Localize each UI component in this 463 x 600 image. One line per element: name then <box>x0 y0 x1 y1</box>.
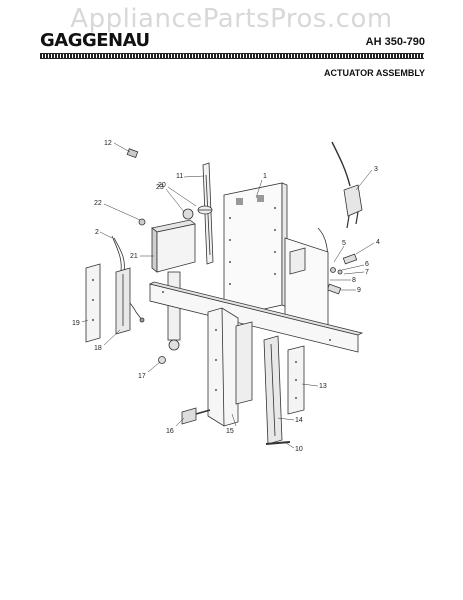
watermark: AppliancePartsPros.com <box>70 4 393 34</box>
part-10-pin <box>265 441 291 445</box>
leader-lines <box>81 142 375 449</box>
cross-bar <box>148 281 364 353</box>
callout-10: 10 <box>295 446 303 453</box>
part-23-nut <box>182 208 194 220</box>
callout-7: 7 <box>365 269 369 276</box>
part-16-bolt <box>181 407 211 425</box>
callout-22: 22 <box>94 200 102 207</box>
callout-4: 4 <box>376 239 380 246</box>
part-20-bushing <box>197 205 213 215</box>
part-13-mounting-bracket <box>287 345 305 415</box>
model-number: AH 350-790 <box>365 36 425 48</box>
part-18-left-rail-inner <box>115 267 131 335</box>
callout-12: 12 <box>104 140 112 147</box>
brand-logo: GAGGENAU <box>40 30 150 51</box>
part-9-bracket-clip <box>326 283 342 295</box>
part-15-side-bracket <box>235 321 253 405</box>
part-12-screw <box>126 148 139 159</box>
callout-11: 11 <box>176 173 183 180</box>
callout-labels: 1 2 3 4 5 6 7 8 9 10 11 12 13 14 15 16 1… <box>72 140 380 453</box>
diagram-title: ACTUATOR ASSEMBLY <box>323 68 425 78</box>
part-1-back-plate <box>223 182 288 319</box>
callout-8: 8 <box>352 277 356 284</box>
part-19-left-rail <box>85 263 101 343</box>
part-15-center-rail <box>207 307 239 427</box>
part-17-washer <box>158 356 166 364</box>
callout-2: 2 <box>95 229 99 236</box>
callout-14: 14 <box>295 417 303 424</box>
callout-20: 20 <box>158 182 166 189</box>
part-14-right-rail <box>263 335 283 445</box>
part-4-switch <box>342 253 358 265</box>
callout-5: 5 <box>342 240 346 247</box>
header-rule <box>40 53 424 59</box>
callout-18: 18 <box>94 345 102 352</box>
callout-16: 16 <box>166 428 174 435</box>
callout-17: 17 <box>138 373 146 380</box>
callout-6: 6 <box>365 261 369 268</box>
callout-23: 23 <box>156 184 164 191</box>
part-22-screw <box>138 218 146 226</box>
callout-19: 19 <box>72 320 80 327</box>
callout-3: 3 <box>374 166 378 173</box>
callout-9: 9 <box>357 287 361 294</box>
part-6-7-clips <box>330 267 343 275</box>
callout-1: 1 <box>263 173 267 180</box>
part-3-power-cord <box>331 141 363 229</box>
callout-15: 15 <box>226 428 234 435</box>
part-8-bracket-frame <box>284 237 329 337</box>
callout-21: 21 <box>130 253 138 260</box>
callout-13: 13 <box>319 383 327 390</box>
